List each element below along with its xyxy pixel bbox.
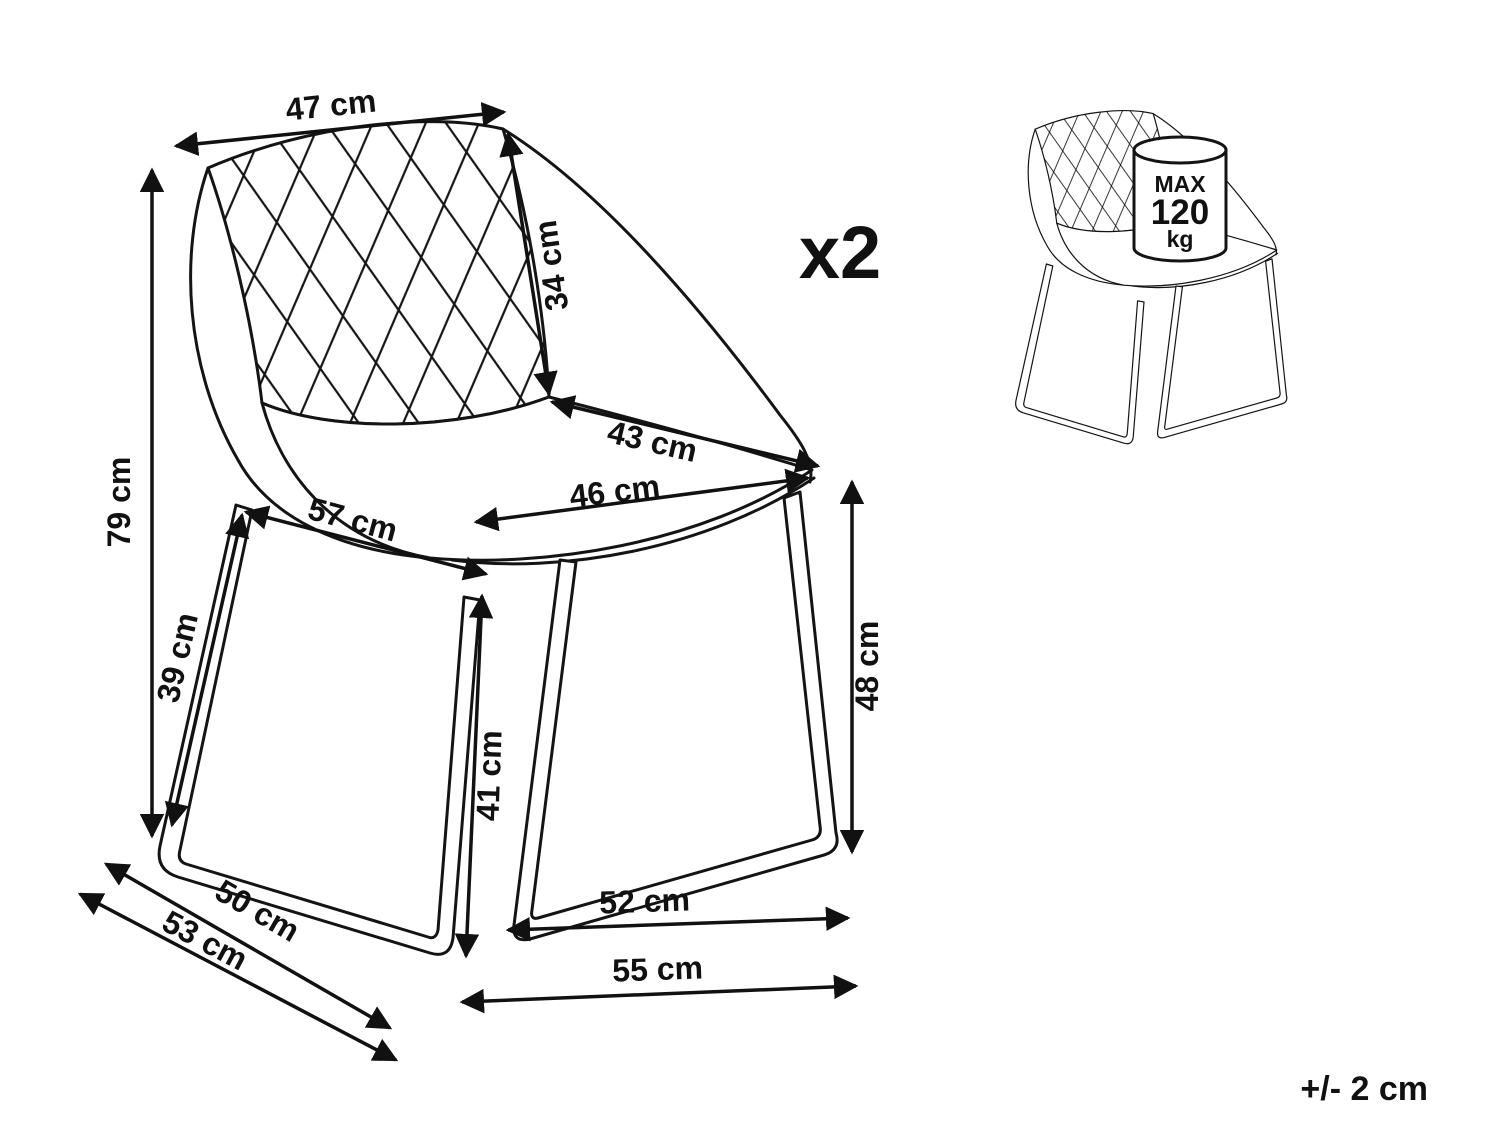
dim-top-width-arrow	[173, 102, 507, 156]
weight-cylinder: MAX 120 kg	[1132, 135, 1228, 263]
dim-front-leg-arrow	[164, 512, 250, 828]
weight-limit-line2: 120	[1151, 193, 1209, 232]
dim-base-depth-outer-label: 55 cm	[612, 949, 704, 988]
weight-limit-chair-drawing: MAX 120 kg	[1015, 110, 1288, 445]
tolerance-label: +/- 2 cm	[1300, 1070, 1428, 1108]
dim-backrest-height-arrow	[499, 131, 558, 397]
weight-limit-line3: kg	[1167, 226, 1194, 252]
dim-total-height-label: 79 cm	[101, 457, 137, 548]
dim-rear-leg-label: 41 cm	[469, 730, 508, 822]
weight-limit-line1: MAX	[1154, 171, 1206, 197]
dim-base-width-outer-arrow	[77, 892, 399, 1062]
dim-base-depth-inner-label: 52 cm	[599, 881, 691, 920]
dim-seat-depth-arrow	[549, 395, 821, 473]
dim-seat-height-label: 48 cm	[849, 621, 885, 712]
quantity-label: x2	[799, 211, 881, 294]
dim-base-depth-outer-arrow	[459, 974, 859, 1014]
main-chair-drawing	[157, 120, 839, 956]
dim-top-width-label: 47 cm	[284, 82, 378, 127]
dim-underseat-depth-arrow	[243, 505, 489, 581]
dim-base-depth-inner-arrow	[505, 906, 851, 942]
dim-seat-width-arrow	[473, 468, 811, 532]
dim-rear-leg-arrow	[454, 593, 494, 959]
